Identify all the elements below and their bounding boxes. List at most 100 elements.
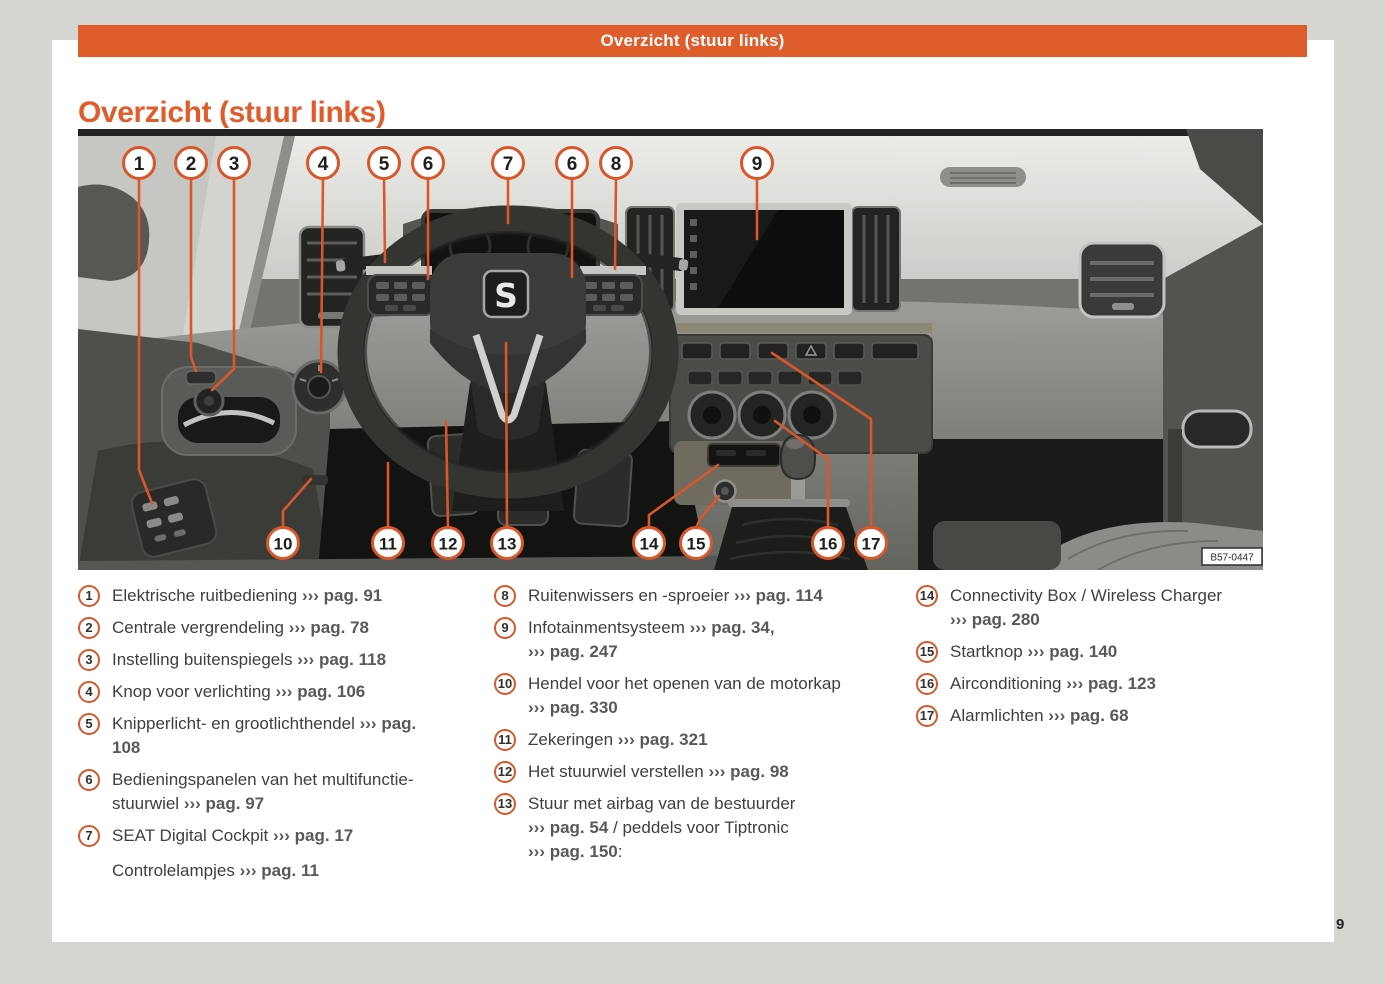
callout-number: 10 <box>274 535 293 554</box>
legend-item-number: 12 <box>494 761 516 783</box>
legend-item-number: 14 <box>916 585 938 607</box>
legend-item-continuation: Controlelampjes ››› pag. 11 <box>78 859 484 883</box>
right-pillar <box>1186 129 1263 224</box>
page-header-bar: Overzicht (stuur links) <box>78 25 1307 57</box>
callout-number: 11 <box>379 535 397 554</box>
seat-logo-badge: S <box>482 269 530 319</box>
legend-item-text: Infotainmentsysteem ››› pag. 34, ››› pag… <box>528 618 775 661</box>
page-reference: ››› pag. 114 <box>733 586 823 605</box>
wheel-buttons-right <box>575 274 643 316</box>
callout-number: 14 <box>640 535 659 554</box>
legend-item-number: 6 <box>78 769 100 791</box>
right-door-handle <box>1181 409 1253 449</box>
legend-item-text: Ruitenwissers en -sproeier ››› pag. 114 <box>528 586 823 605</box>
page-title: Overzicht (stuur links) <box>78 96 386 130</box>
legend-item-text: Bedieningspanelen van het multifunctie- … <box>112 770 414 813</box>
legend-item-3: 3 Instelling buitenspiegels ››› pag. 118 <box>78 648 484 672</box>
hazard-light-button <box>795 342 827 360</box>
legend-item-number: 13 <box>494 793 516 815</box>
gear-boot <box>714 507 868 570</box>
dashboard-photo: S B57-0447 1 2 3 4 5 6 7 <box>78 129 1263 570</box>
door-pull-handle <box>182 410 276 428</box>
legend-item-number: 10 <box>494 673 516 695</box>
page-reference: ››› pag. 123 <box>1066 674 1156 693</box>
passenger-air-vent <box>1078 241 1166 319</box>
wiper-stalk <box>634 253 689 271</box>
page-reference: ››› pag. 17 <box>272 826 354 845</box>
wood-trim <box>670 323 932 333</box>
callout-number: 5 <box>379 154 390 175</box>
legend-item-number: 16 <box>916 673 938 695</box>
legend-item-number: 4 <box>78 681 100 703</box>
legend-item-12: 12 Het stuurwiel verstellen ››› pag. 98 <box>494 760 900 784</box>
legend-item-text: SEAT Digital Cockpit ››› pag. 17 <box>112 826 354 845</box>
page-reference: ››› pag. 280 <box>950 610 1040 629</box>
figure-label-text: B57-0447 <box>1210 553 1254 564</box>
left-side-mirror <box>78 184 150 281</box>
dash-speaker-grille <box>940 167 1026 187</box>
page-reference: ››› pag. 34, ››› pag. 247 <box>528 618 775 661</box>
page-reference: ››› pag. 108 <box>112 714 417 757</box>
legend-item-text: Controlelampjes ››› pag. 11 <box>112 861 319 880</box>
callout-number: 9 <box>752 154 763 175</box>
legend-item-text: Knipperlicht- en grootlichthendel ››› pa… <box>112 714 417 757</box>
page-number: 9 <box>1336 916 1345 933</box>
center-armrest <box>933 521 1061 570</box>
callout-number: 13 <box>498 535 517 554</box>
legend-item-number: 1 <box>78 585 100 607</box>
legend-item-10: 10 Hendel voor het openen van de motorkap… <box>494 672 900 720</box>
page-reference: ››› pag. 78 <box>288 618 370 637</box>
right-door-panel <box>1163 224 1263 570</box>
callout-number: 4 <box>318 154 329 175</box>
legend-item-text: Connectivity Box / Wireless Charger ››› … <box>950 586 1223 629</box>
page-reference: ››› pag. 321 <box>617 730 708 749</box>
page-reference: ››› pag. 140 <box>1027 642 1118 661</box>
carpet-edge <box>78 556 718 570</box>
page-reference: ››› pag. 68 <box>1048 706 1129 725</box>
light-switch <box>291 359 347 415</box>
legend-item-16: 16 Airconditioning ››› pag. 123 <box>916 672 1266 696</box>
legend-column: 14 Connectivity Box / Wireless Charger ››… <box>916 584 1266 736</box>
wheel-lower-trim <box>472 333 544 424</box>
page-reference: ››› pag. 106 <box>275 682 366 701</box>
page-reference: ››› pag. 150 <box>528 842 618 861</box>
legend-item-text: Startknop ››› pag. 140 <box>950 642 1118 661</box>
page-reference: ››› pag. 98 <box>708 762 789 781</box>
legend-item-6: 6 Bedieningspanelen van het multifunctie-… <box>78 768 484 816</box>
page-reference: ››› pag. 118 <box>297 650 387 669</box>
callout-number: 1 <box>134 154 145 175</box>
legend-item-text: Instelling buitenspiegels ››› pag. 118 <box>112 650 387 669</box>
legend-item-text: Alarmlichten ››› pag. 68 <box>950 706 1129 725</box>
legend-item-number: 11 <box>494 729 516 751</box>
page-reference: ››› pag. 54 <box>528 818 609 837</box>
callout-number: 8 <box>611 154 622 175</box>
legend-item-1: 1 Elektrische ruitbediening ››› pag. 91 <box>78 584 484 608</box>
legend-item-text: Elektrische ruitbediening ››› pag. 91 <box>112 586 383 605</box>
figure-label: B57-0447 <box>1201 547 1263 566</box>
dashboard-figure: S B57-0447 1 2 3 4 5 6 7 <box>78 129 1263 570</box>
climate-control-panel <box>669 334 933 454</box>
page-reference: ››› pag. 11 <box>239 861 319 880</box>
callout-number: 2 <box>186 154 197 175</box>
legend-item-number: 5 <box>78 713 100 735</box>
callout-number: 12 <box>439 535 458 554</box>
page-header-title: Overzicht (stuur links) <box>600 31 785 50</box>
svg-text:S: S <box>494 276 518 315</box>
callout-number: 15 <box>687 535 706 554</box>
legend-item-number: 3 <box>78 649 100 671</box>
legend-item-number: 2 <box>78 617 100 639</box>
legend-item-text: Hendel voor het openen van de motorkap ›… <box>528 674 841 717</box>
legend-item-text: Airconditioning ››› pag. 123 <box>950 674 1156 693</box>
legend-item-14: 14 Connectivity Box / Wireless Charger ››… <box>916 584 1266 632</box>
legend-item-text: Het stuurwiel verstellen ››› pag. 98 <box>528 762 789 781</box>
infotainment-screen <box>676 203 852 315</box>
